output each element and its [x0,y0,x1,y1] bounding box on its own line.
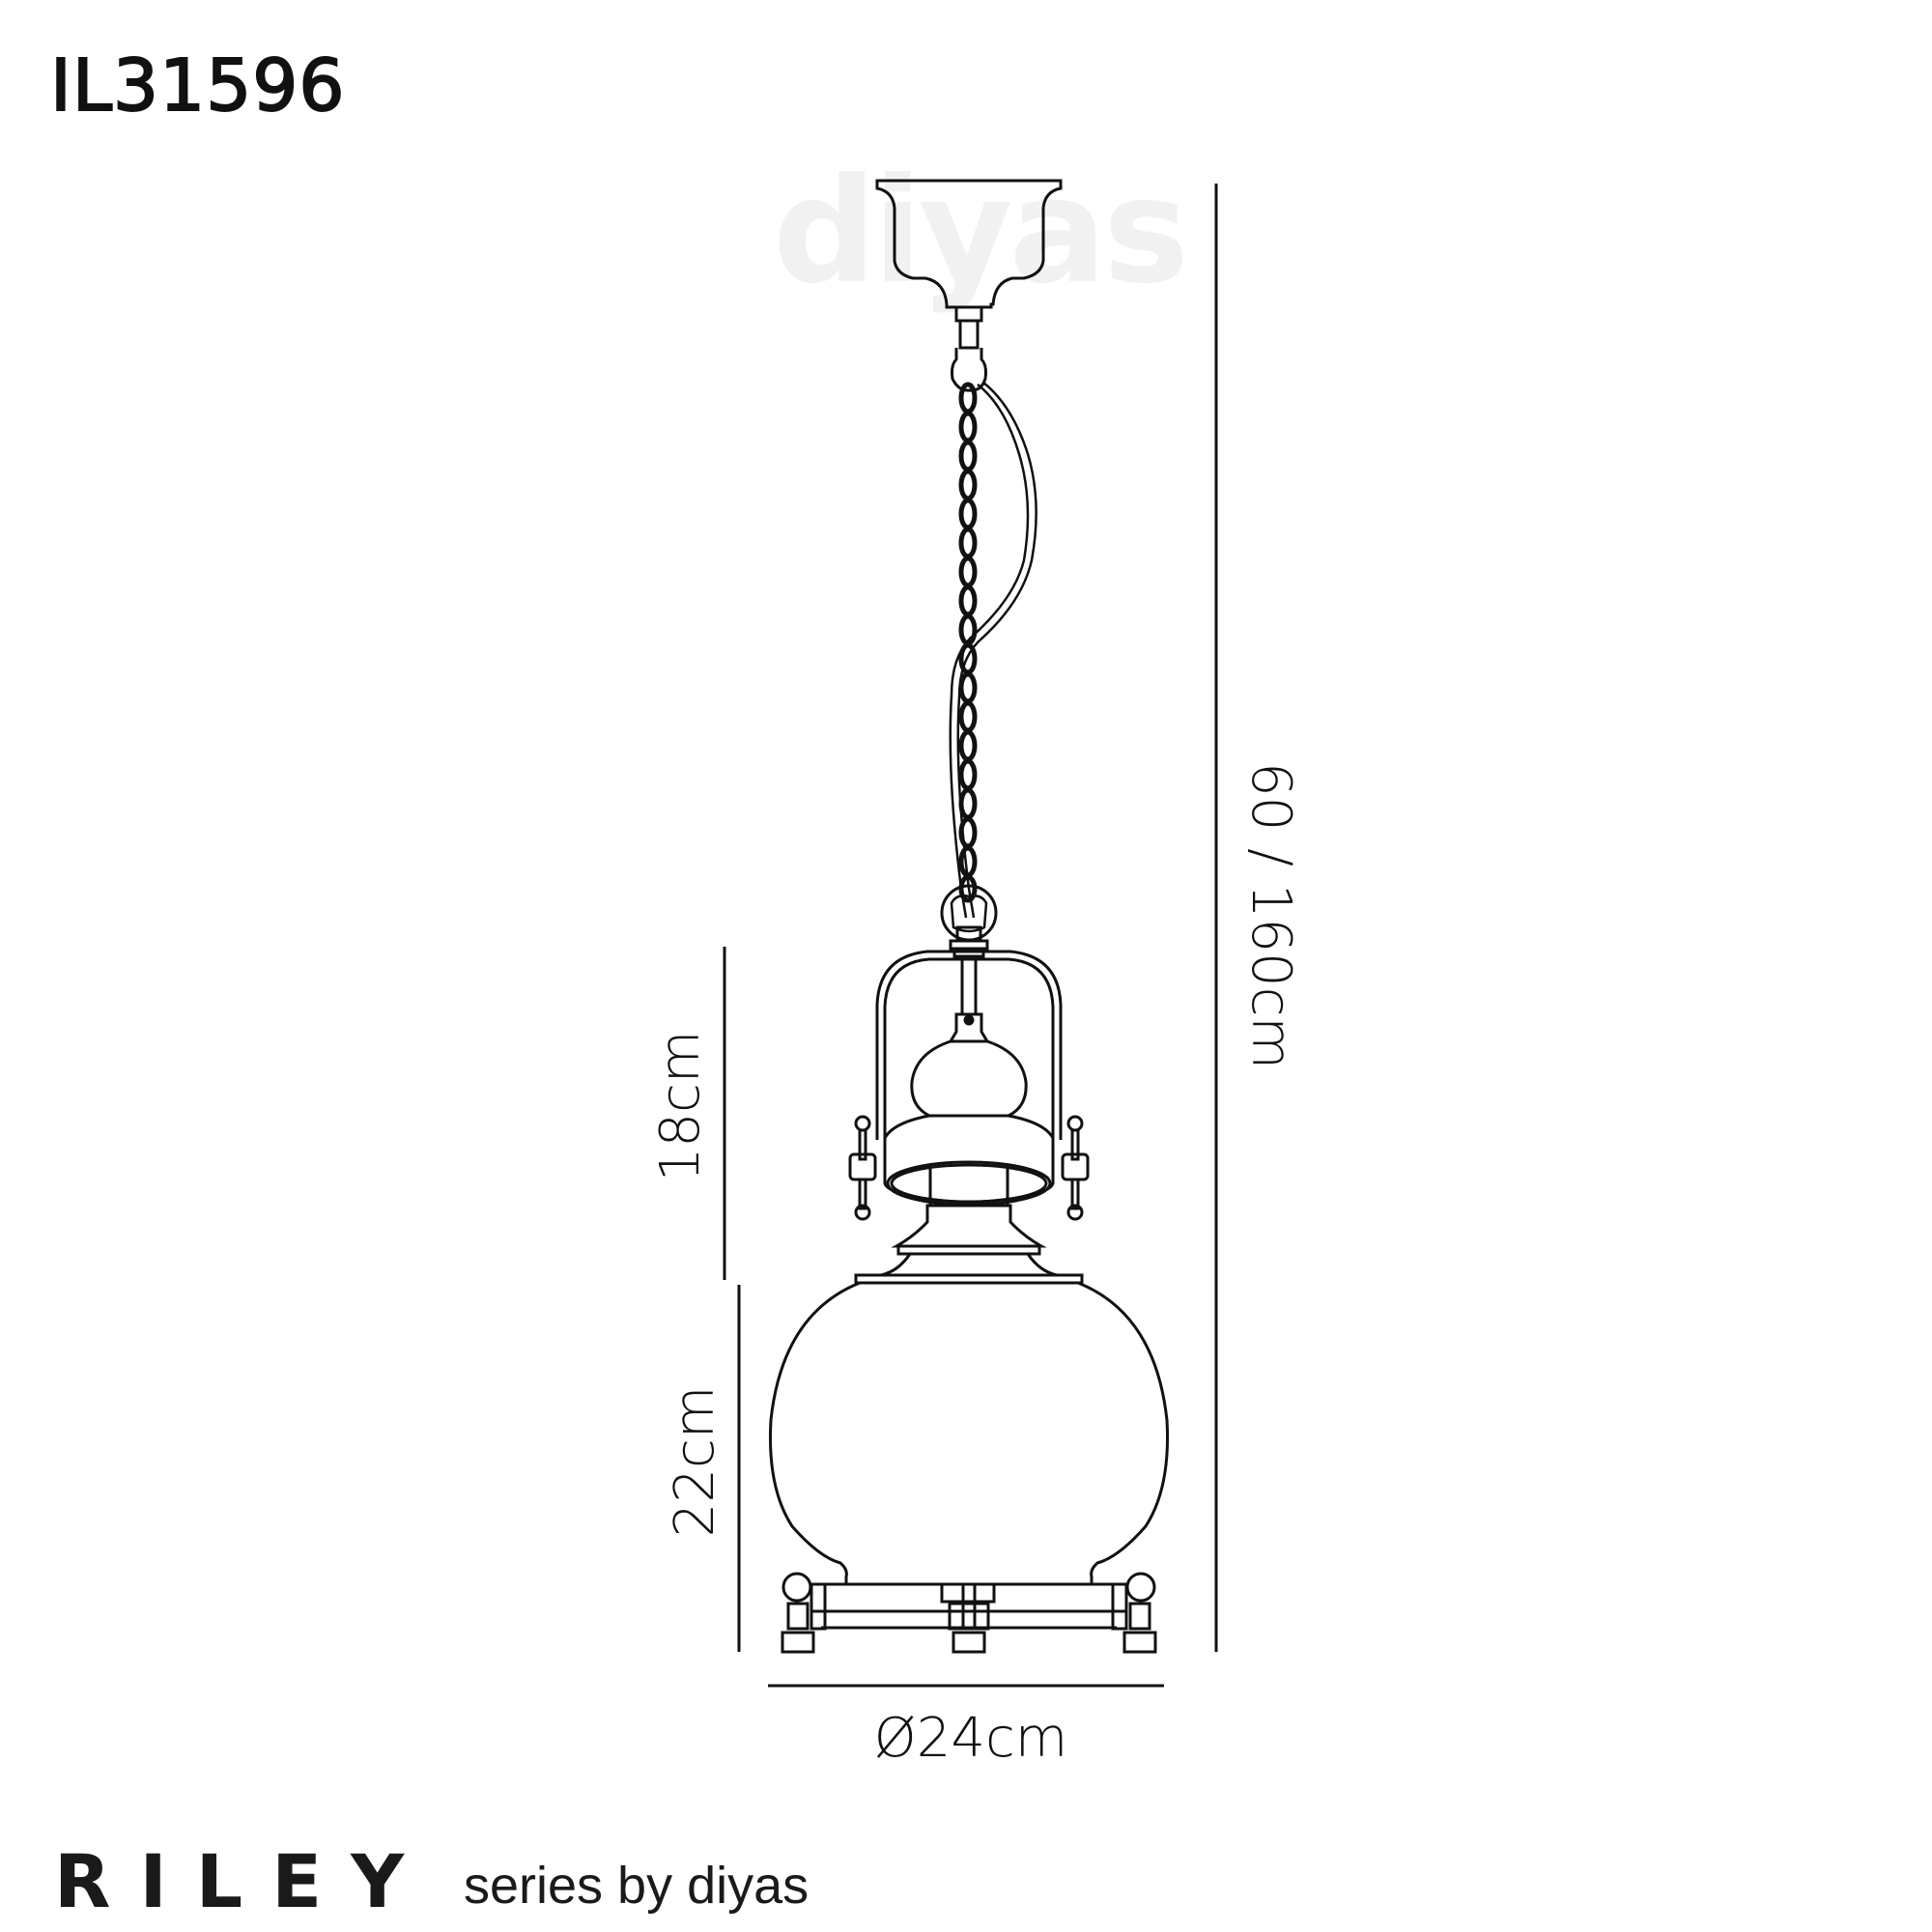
hook [951,348,987,392]
yoke-bracket [848,939,1090,1221]
series-title: RILEY [54,1838,434,1924]
cable [949,382,1037,919]
series-subtitle: series by diyas [464,1857,810,1915]
gourd-holder [854,1012,1084,1285]
base-frame [781,1572,1157,1654]
chain [958,382,978,903]
glass-globe [769,1281,1169,1586]
overall-height-label: 60 / 160cm [1239,762,1302,1069]
ceiling-canopy [875,179,1063,350]
diameter-label: Ø24cm [873,1707,1068,1770]
watermark-logo: diyas [773,148,1189,316]
dimension-lines [723,184,1218,1688]
globe-height-label: 22cm [664,1385,726,1538]
upper-section-height-label: 18cm [649,1030,712,1182]
product-code: IL31596 [49,44,346,128]
